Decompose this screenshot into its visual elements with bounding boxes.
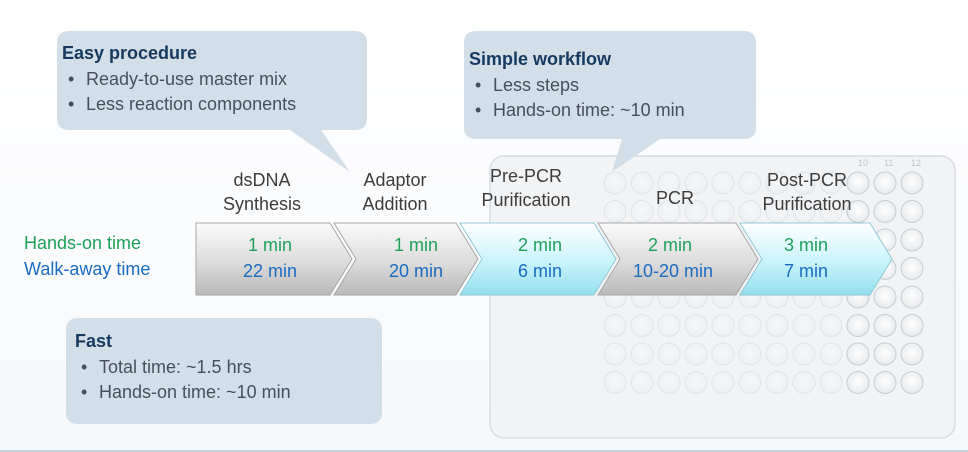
plate-well — [819, 171, 843, 195]
plate-well — [873, 285, 897, 309]
step-hands-on-pre-pcr-purification: 2 min — [517, 235, 562, 255]
step-hands-on-adaptor-addition: 1 min — [393, 235, 438, 255]
callout-bullet: •Less steps — [475, 75, 580, 95]
plate-well — [873, 371, 897, 394]
plate-well — [900, 200, 924, 223]
step-hands-on-pcr: 2 min — [647, 235, 692, 255]
plate-well — [657, 371, 681, 394]
plate-well — [630, 314, 654, 337]
plate-well — [900, 171, 924, 195]
plate-well — [765, 171, 789, 195]
callout-title: Easy procedure — [62, 43, 198, 63]
plate-well — [819, 314, 843, 337]
plate-well — [684, 314, 708, 337]
plate-well — [630, 371, 654, 394]
step-walk-away-adaptor-addition: 20 min — [388, 261, 444, 281]
plate-well — [900, 285, 924, 309]
plate-well — [684, 171, 708, 195]
plate-well — [738, 342, 762, 366]
plate-col-label-11: 11 — [884, 158, 893, 168]
plate-well — [846, 314, 870, 337]
plate-well — [900, 342, 924, 366]
step-walk-away-pcr: 10-20 min — [632, 261, 714, 281]
plate-well — [900, 314, 924, 337]
plate-col-label-10: 10 — [858, 158, 868, 168]
plate-well — [792, 171, 816, 195]
arrow-step-dsdna-synthesis — [195, 222, 353, 296]
plate-well — [792, 371, 816, 394]
plate-well — [603, 371, 627, 394]
step-walk-away-pre-pcr-purification: 6 min — [517, 261, 562, 281]
callout-fast: Fast •Total time: ~1.5 hrs •Hands-on tim… — [75, 331, 291, 405]
arrow-step-post-pcr-purification — [739, 222, 893, 296]
plate-well — [873, 342, 897, 366]
plate-well — [792, 314, 816, 337]
plate-well — [873, 200, 897, 223]
plate-well — [846, 171, 870, 195]
step-hands-on-dsdna-synthesis: 1 min — [247, 235, 292, 255]
plate-well — [873, 314, 897, 337]
plate-well — [630, 171, 654, 195]
plate-well — [711, 342, 735, 366]
plate-well — [873, 171, 897, 195]
row-label-hands-on: Hands-on time — [24, 233, 142, 253]
plate-well — [657, 171, 681, 195]
plate-well — [603, 314, 627, 337]
callout-title: Fast — [75, 331, 113, 351]
plate-well — [684, 342, 708, 366]
plate-well — [711, 314, 735, 337]
plate-well — [819, 371, 843, 394]
plate-well — [711, 371, 735, 394]
plate-well — [792, 342, 816, 366]
step-hands-on-post-pcr-purification: 3 min — [783, 235, 828, 255]
callout-easy-procedure: Easy procedure •Ready-to-use master mix … — [62, 43, 296, 117]
row-label-walk-away: Walk-away time — [24, 259, 151, 279]
plate-col-label-12: 12 — [911, 158, 921, 168]
callout-bullet: •Hands-on time: ~10 min — [81, 382, 291, 402]
plate-well — [765, 342, 789, 366]
callout-bubble-easy — [57, 31, 367, 172]
plate-well — [711, 171, 735, 195]
step-walk-away-post-pcr-purification: 7 min — [783, 261, 828, 281]
plate-well — [765, 371, 789, 394]
plate-well — [738, 171, 762, 195]
plate-well — [603, 342, 627, 366]
plate-well — [684, 371, 708, 394]
arrow-step-pre-pcr-purification — [459, 222, 617, 296]
plate-well — [738, 314, 762, 337]
plate-well — [846, 371, 870, 394]
plate-well — [900, 371, 924, 394]
plate-well — [657, 314, 681, 337]
arrow-step-adaptor-addition — [333, 222, 479, 296]
plate-well — [900, 257, 924, 280]
step-label-pcr: PCR — [655, 188, 694, 208]
plate-well — [738, 371, 762, 394]
plate-well — [630, 342, 654, 366]
callout-simple-workflow: Simple workflow •Less steps •Hands-on ti… — [469, 49, 685, 123]
callout-title: Simple workflow — [469, 49, 612, 69]
callout-bullet: •Total time: ~1.5 hrs — [81, 357, 252, 377]
callout-bullet: •Ready-to-use master mix — [68, 69, 288, 89]
plate-well — [765, 314, 789, 337]
plate-well — [900, 228, 924, 252]
plate-well — [657, 342, 681, 366]
callout-bullet: •Hands-on time: ~10 min — [475, 100, 685, 120]
callout-bubble-fast — [66, 318, 382, 424]
plate-well — [846, 342, 870, 366]
step-walk-away-dsdna-synthesis: 22 min — [242, 261, 298, 281]
callout-bullet: •Less reaction components — [68, 94, 297, 114]
callout-bubble-simple — [464, 31, 756, 172]
arrow-step-pcr — [597, 222, 759, 296]
plate-well — [819, 342, 843, 366]
plate-well — [603, 171, 627, 195]
